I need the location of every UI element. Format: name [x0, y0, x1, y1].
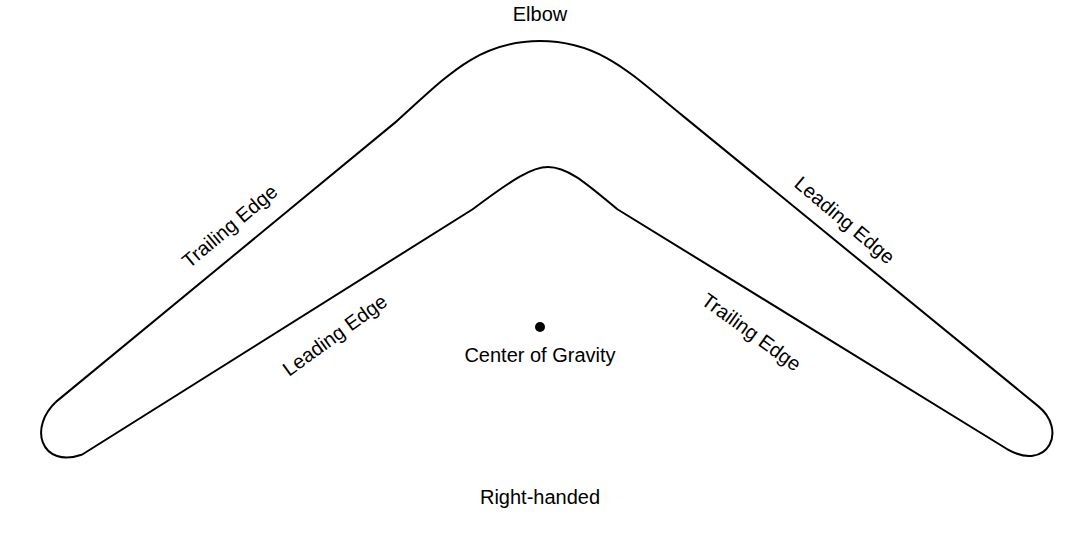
- boomerang-inner-gap: [46, 46, 1047, 452]
- boomerang-outer-stroke: [46, 46, 1047, 452]
- center-of-gravity-dot: [535, 322, 545, 332]
- center-label: Center of Gravity: [464, 344, 615, 366]
- boomerang-outline: [46, 46, 1047, 452]
- elbow-label: Elbow: [513, 3, 567, 25]
- handedness-label: Right-handed: [480, 486, 600, 508]
